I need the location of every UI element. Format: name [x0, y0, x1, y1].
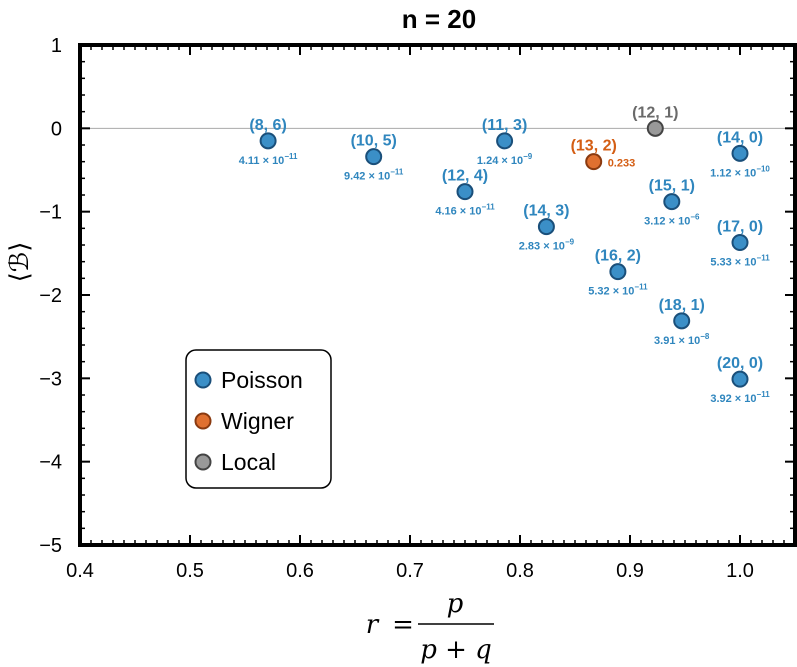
point-label: (10, 5): [351, 133, 397, 150]
point-value: 2.83 × 10−9: [519, 238, 575, 253]
x-tick-label: 0.6: [286, 560, 314, 582]
legend-entry: Local: [221, 449, 276, 475]
point-value: 4.16 × 10−11: [435, 203, 495, 218]
legend-box: [185, 349, 332, 489]
y-tick-label: −2: [39, 285, 62, 307]
point-value: 5.32 × 10−11: [588, 283, 648, 298]
legend-entry: Poisson: [221, 367, 303, 393]
data-point: [731, 370, 749, 388]
point-label: (11, 3): [482, 117, 527, 134]
point-value: 1.24 × 10−9: [477, 152, 533, 167]
point-value: 3.91 × 10−8: [654, 332, 710, 347]
data-point: [663, 193, 681, 211]
data-point: [673, 312, 691, 330]
point-value: 0.233: [608, 158, 636, 170]
point-label: (12, 1): [632, 104, 678, 121]
data-point: [456, 183, 474, 201]
data-point: [365, 148, 383, 166]
point-label: (16, 2): [595, 248, 641, 265]
chart-title: n = 20: [402, 4, 476, 34]
x-tick-label: 0.5: [176, 560, 204, 582]
legend-marker: [194, 371, 212, 389]
data-point: [731, 144, 749, 162]
point-value: 4.11 × 10−11: [239, 152, 298, 167]
x-tick-label: 0.4: [66, 560, 94, 582]
point-label: (18, 1): [659, 297, 705, 314]
data-point: [646, 119, 664, 137]
x-axis-equals: =: [392, 610, 414, 640]
y-tick-label: −4: [39, 452, 62, 474]
data-point: [496, 132, 514, 150]
legend-marker: [194, 453, 212, 471]
x-tick-label: 0.8: [506, 560, 534, 582]
data-point: [537, 218, 555, 236]
point-label: (14, 3): [523, 203, 569, 220]
y-tick-label: −3: [39, 368, 62, 390]
x-tick-label: 0.9: [616, 560, 644, 582]
data-point: [731, 234, 749, 251]
point-label: (14, 0): [717, 129, 763, 146]
point-label: (8, 6): [249, 117, 286, 134]
point-label: (15, 1): [649, 178, 695, 195]
y-axis-label: ⟨ℬ⟩: [5, 242, 35, 283]
point-value: 3.12 × 10−6: [644, 213, 700, 228]
point-value: 1.12 × 10−10: [710, 164, 770, 179]
point-label: (17, 0): [717, 219, 763, 236]
data-point: [609, 263, 627, 281]
legend-entry: Wigner: [221, 408, 294, 434]
x-tick-label: 0.7: [396, 560, 424, 582]
data-point: [259, 132, 277, 150]
data-point: [585, 153, 603, 171]
point-label: (20, 0): [717, 355, 763, 372]
x-axis-label: r: [366, 610, 380, 640]
point-value: 5.33 × 10−11: [710, 254, 770, 269]
x-axis-fraction-numerator: p: [447, 589, 464, 619]
y-tick-label: −1: [39, 202, 62, 224]
y-tick-label: 1: [51, 35, 62, 57]
x-axis-fraction-denominator: p + q: [420, 635, 492, 665]
point-value: 9.42 × 10−11: [344, 168, 404, 183]
point-value: 3.92 × 10−11: [710, 390, 770, 405]
legend-marker: [194, 412, 212, 430]
y-tick-label: 0: [51, 118, 62, 140]
x-tick-label: 1.0: [726, 560, 754, 582]
y-tick-label: −5: [39, 535, 62, 557]
point-label: (12, 4): [442, 168, 488, 185]
point-label: (13, 2): [571, 138, 617, 155]
